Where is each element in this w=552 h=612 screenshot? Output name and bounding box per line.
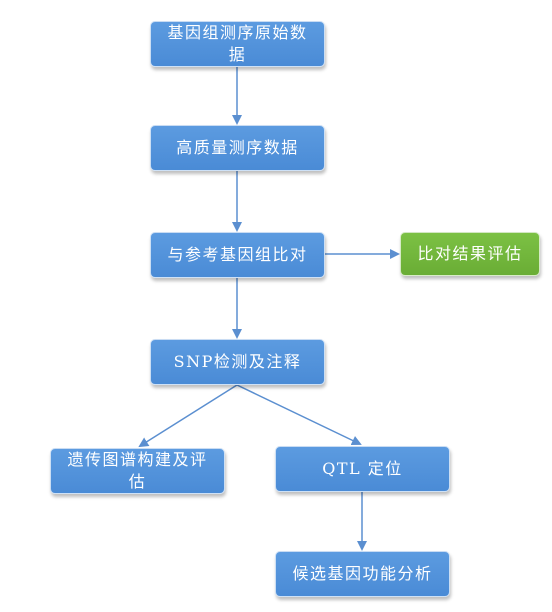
node-label: 比对结果评估	[417, 244, 523, 263]
edge-n5-n6	[138, 384, 238, 448]
node-label: SNP检测及注释	[173, 352, 302, 371]
node-label: 与参考基因组比对	[167, 245, 308, 264]
node-snp-detection[interactable]: SNP检测及注释	[150, 339, 325, 385]
node-alignment-evaluation[interactable]: 比对结果评估	[400, 232, 540, 276]
node-genetic-map[interactable]: 遗传图谱构建及评估	[50, 448, 225, 494]
node-candidate-gene-analysis[interactable]: 候选基因功能分析	[275, 551, 450, 597]
node-qtl-mapping[interactable]: QTL 定位	[275, 446, 450, 492]
node-label: 候选基因功能分析	[292, 564, 433, 583]
node-high-quality-data[interactable]: 高质量测序数据	[150, 125, 325, 171]
node-label: QTL 定位	[322, 459, 403, 478]
edge-n5-n7	[236, 384, 362, 446]
node-label: 高质量测序数据	[176, 138, 299, 157]
node-label: 基因组测序原始数据	[167, 23, 308, 64]
node-reference-alignment[interactable]: 与参考基因组比对	[150, 232, 325, 278]
node-label: 遗传图谱构建及评估	[67, 450, 208, 491]
node-raw-sequencing-data[interactable]: 基因组测序原始数据	[150, 21, 325, 67]
